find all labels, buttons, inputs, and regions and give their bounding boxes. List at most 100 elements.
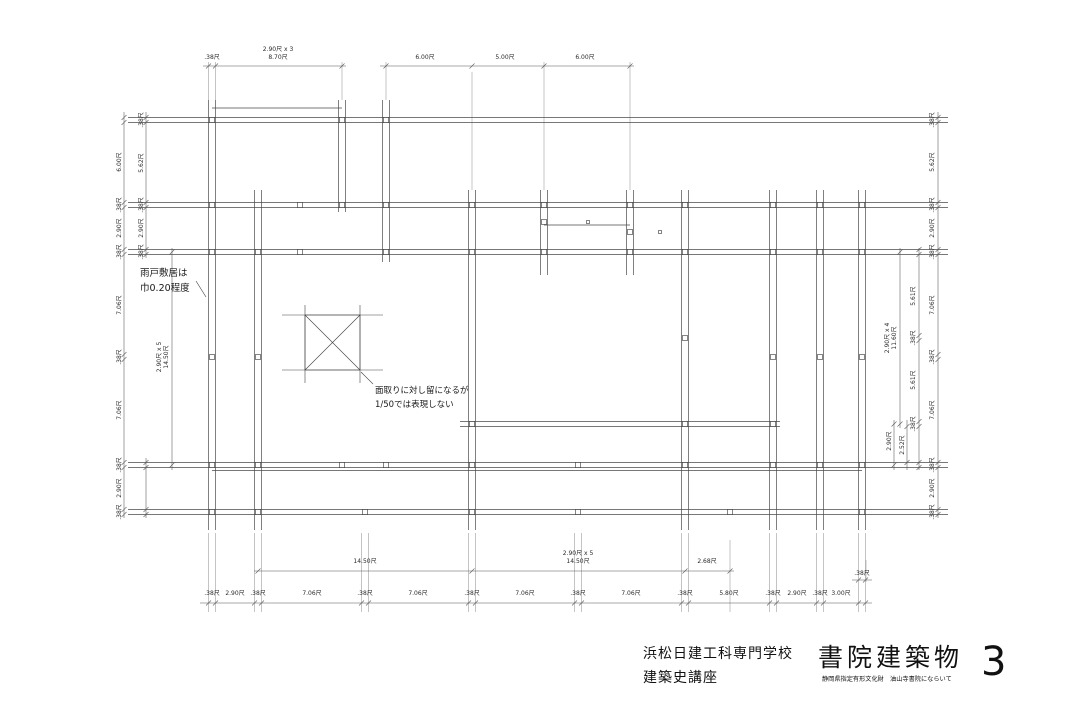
dimension-tick bbox=[121, 199, 127, 206]
dimension-label: 7.06尺 bbox=[929, 295, 936, 314]
dimension-tick bbox=[212, 600, 219, 606]
dimension-label: 7.06尺 bbox=[929, 400, 936, 419]
dimension-label: .38尺 bbox=[250, 590, 266, 597]
dimension-tick bbox=[571, 600, 578, 606]
column bbox=[770, 202, 776, 208]
column bbox=[209, 117, 215, 123]
dimension-label: 2.90尺 bbox=[929, 478, 936, 497]
column bbox=[541, 202, 547, 208]
shutter-sill-note-line1: 雨戸敷居は bbox=[140, 267, 188, 279]
dimension-tick bbox=[205, 600, 212, 606]
dimension-label: 7.06尺 bbox=[408, 590, 427, 597]
dimension-label: .38尺 bbox=[910, 416, 917, 432]
dimension-tick bbox=[904, 459, 910, 466]
column bbox=[383, 462, 389, 468]
dimension-tick bbox=[469, 63, 475, 69]
dimension-tick bbox=[339, 63, 345, 69]
dimension-tick bbox=[143, 459, 149, 466]
dimension-label: 7.06尺 bbox=[515, 590, 534, 597]
dimension-label: 2.90尺 bbox=[929, 218, 936, 237]
dimension-tick bbox=[935, 459, 941, 466]
dimension-label: 6.00尺 bbox=[116, 152, 123, 171]
dimension-tick bbox=[935, 246, 941, 253]
title-block: 浜松日建工科専門学校 建築史講座 書院建築物 3 静岡県指定有形文化財 油山寺書… bbox=[643, 639, 1006, 686]
drawing-title: 書院建築物 bbox=[818, 643, 963, 672]
dimension-tick bbox=[897, 249, 903, 255]
left-inner-dimension-labels: .38尺 5.62尺 .38尺 2.90尺 .38尺 2.90尺 x 5 14.… bbox=[138, 112, 170, 372]
dimension-tick bbox=[121, 251, 127, 258]
dimension-label: 6.00尺 bbox=[415, 54, 434, 61]
column bbox=[209, 354, 215, 360]
dimension-label: .38尺 bbox=[929, 504, 936, 520]
dimension-tick bbox=[916, 246, 922, 253]
column bbox=[627, 249, 633, 255]
column bbox=[575, 462, 581, 468]
dimension-tick bbox=[121, 356, 127, 363]
column bbox=[209, 462, 215, 468]
chamfer-detail bbox=[195, 280, 383, 385]
dimension-label: 5.62尺 bbox=[138, 153, 145, 172]
dimension-label: .38尺 bbox=[677, 590, 693, 597]
dimension-label: .38尺 bbox=[204, 54, 220, 61]
column bbox=[682, 202, 688, 208]
column bbox=[541, 249, 547, 255]
dimension-tick bbox=[935, 351, 941, 358]
column bbox=[682, 249, 688, 255]
dimension-label: 2.52尺 bbox=[899, 435, 906, 454]
column bbox=[383, 117, 389, 123]
dimension-tick bbox=[935, 251, 941, 258]
dimension-tick bbox=[121, 114, 127, 121]
dimension-label: .38尺 bbox=[138, 197, 145, 213]
column bbox=[817, 249, 823, 255]
dimension-label: 2.90尺 x 5 bbox=[563, 550, 594, 557]
dimension-label: 5.00尺 bbox=[495, 54, 514, 61]
dimension-label: 7.06尺 bbox=[116, 400, 123, 419]
dimension-tick bbox=[143, 511, 149, 518]
dimension-tick bbox=[121, 351, 127, 358]
dimension-tick bbox=[678, 600, 685, 606]
extension-lines bbox=[208, 62, 867, 612]
dimension-tick bbox=[916, 464, 922, 471]
bottom-dimension-labels: 14.50尺 2.90尺 x 5 14.50尺 2.68尺 .38尺 .38尺 … bbox=[204, 550, 870, 597]
column bbox=[383, 202, 389, 208]
dimension-tick bbox=[627, 63, 633, 69]
dimension-label: .38尺 bbox=[464, 590, 480, 597]
chamfer-note-line2: 1/50では表現しない bbox=[375, 399, 454, 410]
column bbox=[575, 509, 581, 515]
dimension-label: 5.61尺 bbox=[910, 286, 917, 305]
column bbox=[627, 229, 633, 235]
dimension-label: .38尺 bbox=[929, 112, 936, 128]
dimension-label: 11.60尺 bbox=[891, 326, 898, 349]
dimension-tick bbox=[916, 332, 922, 339]
dimension-tick bbox=[143, 114, 149, 121]
dimension-tick bbox=[121, 246, 127, 253]
dimension-tick bbox=[891, 462, 897, 468]
dimension-tick bbox=[472, 600, 479, 606]
column bbox=[255, 509, 261, 515]
column bbox=[682, 421, 688, 427]
dimension-label: 2.68尺 bbox=[697, 558, 716, 565]
column bbox=[362, 509, 368, 515]
dimension-label: .38尺 bbox=[204, 590, 220, 597]
column bbox=[859, 354, 865, 360]
column bbox=[339, 462, 345, 468]
column bbox=[209, 249, 215, 255]
fixture-mark bbox=[586, 220, 590, 224]
dimension-label: 2.90尺 bbox=[116, 218, 123, 237]
columns bbox=[209, 117, 865, 515]
column bbox=[817, 202, 823, 208]
column bbox=[209, 509, 215, 515]
structure-lines bbox=[128, 100, 948, 530]
chamfer-diagonal bbox=[304, 314, 361, 371]
column bbox=[339, 202, 345, 208]
dimension-label: 8.70尺 bbox=[268, 54, 287, 61]
dimension-tick bbox=[862, 600, 869, 606]
column bbox=[209, 202, 215, 208]
dimension-tick bbox=[212, 63, 219, 69]
dimension-tick bbox=[121, 511, 127, 518]
dimension-tick bbox=[935, 119, 941, 126]
dimension-label: 2.90尺 x 4 bbox=[884, 323, 891, 354]
dimension-label: .38尺 bbox=[116, 244, 123, 260]
dimension-tick bbox=[143, 246, 149, 253]
